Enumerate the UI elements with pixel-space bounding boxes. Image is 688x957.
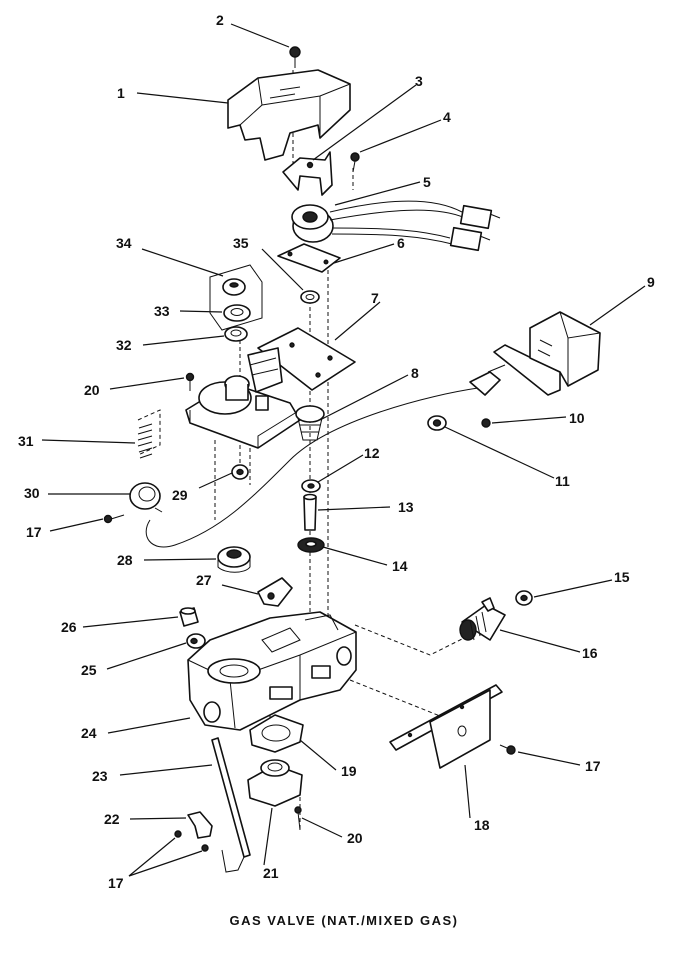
callout-25: 25 bbox=[81, 662, 97, 678]
callout-34: 34 bbox=[116, 235, 132, 251]
part-7-top-plate bbox=[257, 327, 356, 391]
part-18-mounting-bracket bbox=[389, 684, 503, 769]
callout-33: 33 bbox=[154, 303, 170, 319]
callout-17-right: 17 bbox=[585, 758, 601, 774]
callout-12: 12 bbox=[364, 445, 380, 461]
part-4-screw bbox=[350, 152, 360, 173]
part-25-fitting bbox=[186, 633, 206, 649]
leader-lines bbox=[41, 23, 646, 877]
part-8-spring bbox=[295, 405, 325, 441]
part-26-plug bbox=[179, 607, 199, 627]
callout-35: 35 bbox=[233, 235, 249, 251]
part-3-bracket bbox=[282, 151, 333, 196]
part-23-rod bbox=[211, 737, 251, 873]
callout-20-upper: 20 bbox=[84, 382, 100, 398]
callout-16: 16 bbox=[582, 645, 598, 661]
part-13-pin bbox=[303, 493, 317, 531]
callout-14: 14 bbox=[392, 558, 408, 574]
callout-4: 4 bbox=[443, 109, 451, 125]
callout-10: 10 bbox=[569, 410, 585, 426]
part-35-o-ring bbox=[300, 290, 320, 304]
part-33-seal bbox=[223, 304, 251, 322]
callout-labels: 1 2 3 4 5 6 7 8 9 10 11 12 13 14 15 16 1… bbox=[18, 12, 655, 891]
callout-24: 24 bbox=[81, 725, 97, 741]
callout-15: 15 bbox=[614, 569, 630, 585]
callout-9: 9 bbox=[647, 274, 655, 290]
callout-6: 6 bbox=[397, 235, 405, 251]
callout-18: 18 bbox=[474, 817, 490, 833]
valve-operator-assembly bbox=[185, 347, 301, 449]
callout-27: 27 bbox=[196, 572, 212, 588]
part-20-screw-upper bbox=[185, 372, 195, 391]
callout-31: 31 bbox=[18, 433, 34, 449]
callout-17-bottom: 17 bbox=[108, 875, 124, 891]
callout-17-left: 17 bbox=[26, 524, 42, 540]
callout-3: 3 bbox=[415, 73, 423, 89]
callout-28: 28 bbox=[117, 552, 133, 568]
part-10-nut bbox=[481, 418, 491, 428]
callout-20-lower: 20 bbox=[347, 830, 363, 846]
callout-13: 13 bbox=[398, 499, 414, 515]
part-12-washer bbox=[301, 479, 321, 493]
callout-21: 21 bbox=[263, 865, 279, 881]
part-20-screw-lower bbox=[294, 806, 302, 831]
part-19-gasket bbox=[249, 714, 304, 753]
part-28-diaphragm bbox=[217, 546, 251, 573]
part-30-sensor bbox=[129, 482, 163, 513]
part-34-cap-box bbox=[209, 264, 263, 331]
callout-32: 32 bbox=[116, 337, 132, 353]
part-1-cover bbox=[227, 69, 351, 161]
callout-1: 1 bbox=[117, 85, 125, 101]
part-17-screw-right bbox=[499, 744, 516, 755]
callout-2: 2 bbox=[216, 12, 224, 28]
part-22-clip bbox=[187, 811, 213, 839]
part-17-screw-left bbox=[103, 514, 125, 524]
part-27-lever bbox=[257, 577, 293, 607]
part-16-pilot-fitting bbox=[459, 597, 506, 641]
part-5-solenoid-coil bbox=[291, 200, 501, 252]
part-9-bracket bbox=[493, 311, 601, 396]
diagram-caption: GAS VALVE (NAT./MIXED GAS) bbox=[229, 913, 459, 928]
callout-29: 29 bbox=[172, 487, 188, 503]
part-29-nut bbox=[231, 464, 249, 480]
callout-30: 30 bbox=[24, 485, 40, 501]
assembly-axes bbox=[137, 70, 471, 830]
callout-26: 26 bbox=[61, 619, 77, 635]
callout-5: 5 bbox=[423, 174, 431, 190]
callout-22: 22 bbox=[104, 811, 120, 827]
callout-19: 19 bbox=[341, 763, 357, 779]
callout-23: 23 bbox=[92, 768, 108, 784]
part-14-seat bbox=[297, 537, 325, 553]
callout-8: 8 bbox=[411, 365, 419, 381]
part-32-fitting bbox=[224, 326, 248, 342]
part-15-nut bbox=[515, 590, 533, 606]
callout-7: 7 bbox=[371, 290, 379, 306]
part-11-fitting bbox=[427, 415, 447, 431]
part-6-plate bbox=[277, 243, 341, 273]
part-21-regulator bbox=[247, 759, 303, 807]
part-24-valve-body bbox=[187, 611, 357, 731]
part-2-screw bbox=[289, 46, 301, 68]
thermocouple-tube bbox=[145, 364, 506, 548]
part-31-spring bbox=[137, 423, 153, 459]
part-17-screws-bottom bbox=[174, 830, 209, 852]
callout-11: 11 bbox=[555, 473, 570, 489]
